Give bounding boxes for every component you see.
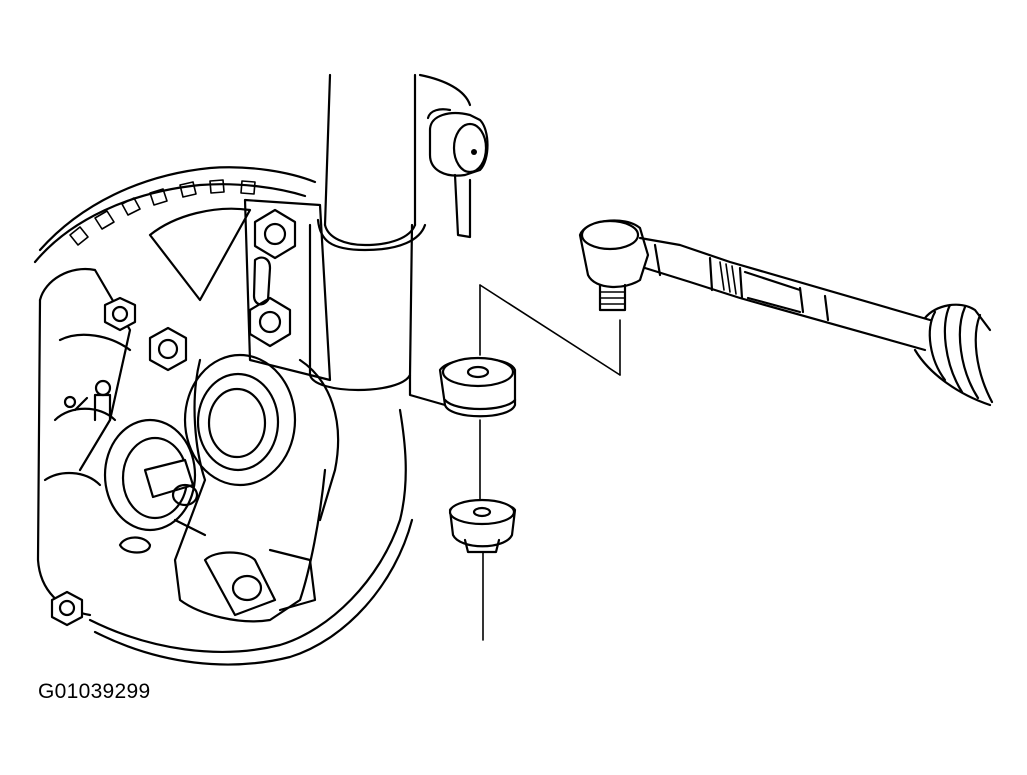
knuckle-upper-bracket [243, 198, 332, 382]
figure-id-label: G01039299 [38, 680, 151, 703]
tie-rod-end [578, 219, 932, 352]
caliper-bolt-upper [103, 296, 137, 332]
knuckle-bracket-slot [252, 256, 272, 306]
strut-bolt-upper [253, 208, 297, 260]
strut-tube [308, 73, 447, 407]
stabilizer-link [418, 73, 489, 239]
lower-arm-boss [438, 356, 517, 418]
strut-bolt-lower [248, 296, 292, 348]
caliper-bolt-lower [50, 590, 84, 627]
caliper-bolt-center [148, 326, 188, 372]
brake-caliper [36, 267, 199, 617]
caliper-bolt-bottom [118, 536, 152, 554]
steering-knuckle [173, 353, 340, 623]
brake-disc [33, 166, 414, 666]
castle-nut [448, 498, 517, 554]
rack-boot [913, 303, 994, 407]
leader-lines [479, 284, 621, 641]
disc-vent-slots [69, 179, 256, 246]
